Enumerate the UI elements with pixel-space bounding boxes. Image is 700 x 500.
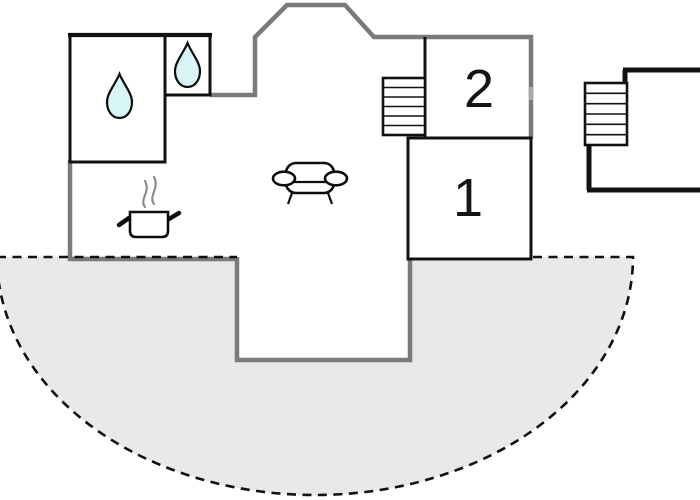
bedroom-1-label: 1 — [453, 168, 483, 228]
bathroom-large — [68, 33, 167, 164]
exterior-wall-north — [210, 2, 534, 139]
stove-pot-icon — [116, 175, 182, 239]
annex-staircase-treads — [585, 92, 627, 136]
bedroom-2-label: 2 — [464, 59, 494, 119]
exterior-wall-south — [67, 160, 413, 363]
water-drop-icon — [173, 39, 202, 89]
annex-building — [583, 67, 700, 193]
steam-icon — [142, 175, 157, 209]
terrace-outline-arc — [0, 255, 635, 497]
sofa-armrest-left — [271, 170, 297, 187]
pot-body — [128, 210, 170, 239]
sofa-icon — [271, 161, 349, 205]
sofa-legs — [286, 192, 334, 205]
interior-staircase — [381, 76, 427, 137]
sofa-armrest-right — [323, 170, 349, 187]
water-drop-icon — [105, 70, 134, 120]
staircase-treads — [383, 86, 425, 127]
pot-handles — [116, 210, 182, 228]
terrace-area — [0, 257, 633, 495]
